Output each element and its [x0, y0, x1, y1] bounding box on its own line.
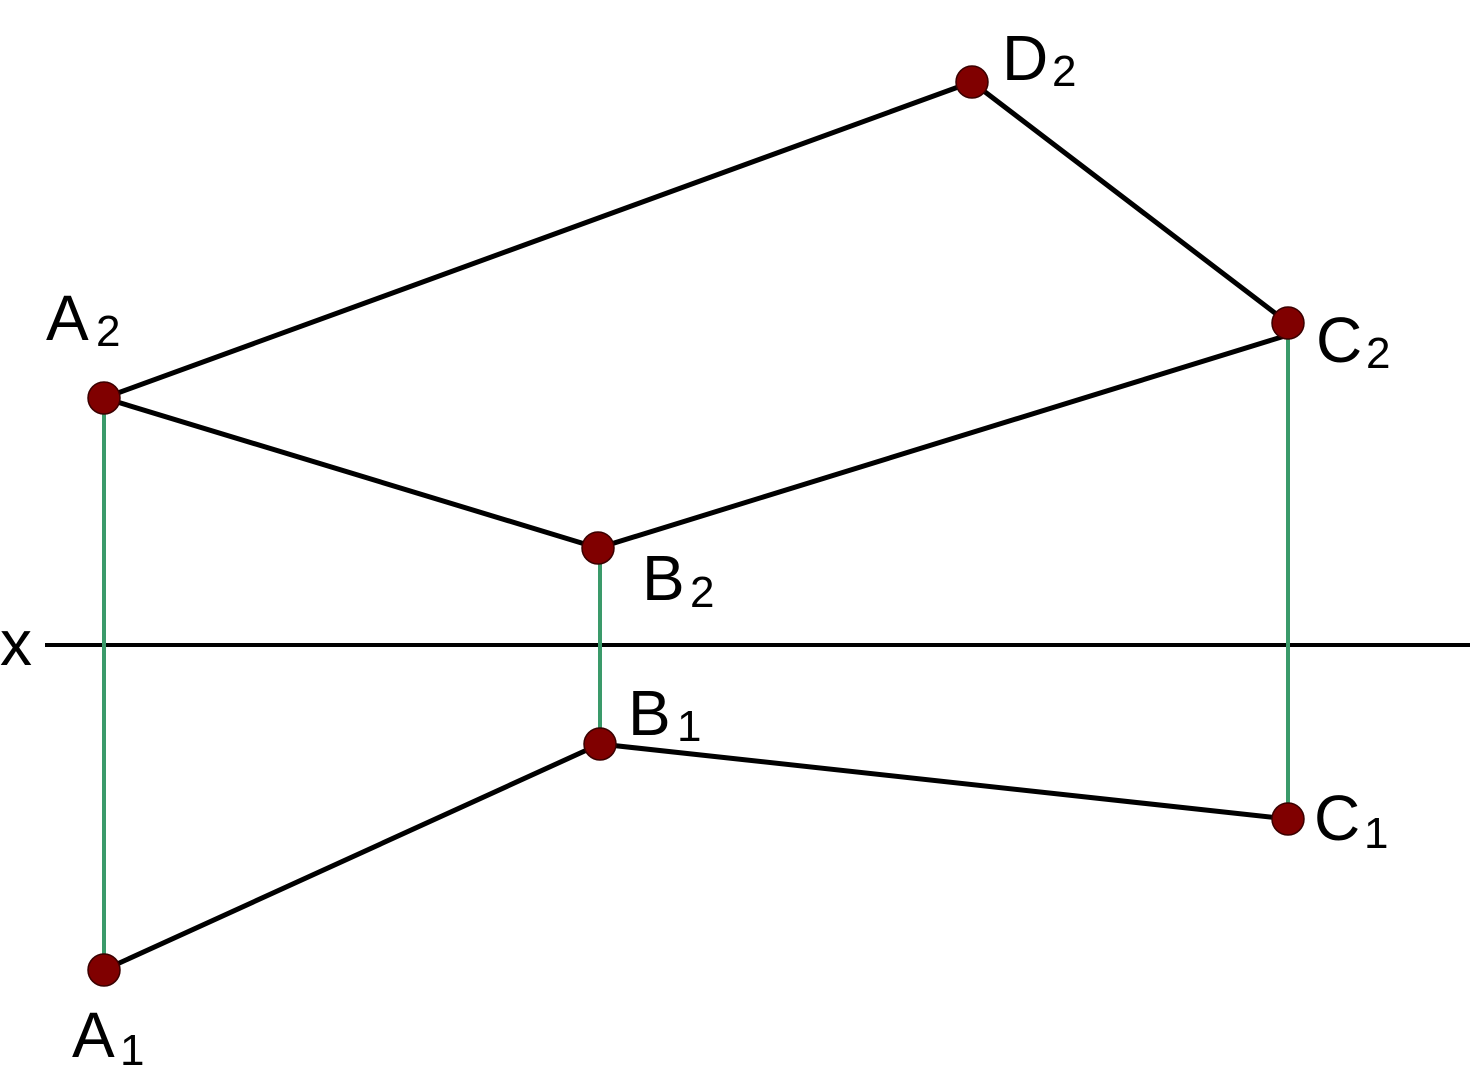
edge-d2-c2 [969, 79, 1291, 326]
point-a1 [87, 953, 121, 987]
label-d2: D 2 [1002, 22, 1076, 96]
point-b1 [583, 727, 617, 761]
label-c2-index: 2 [1366, 329, 1390, 378]
edge-a1-b1 [101, 741, 603, 973]
axis-label: x [0, 607, 32, 679]
label-b2-index: 2 [690, 568, 714, 617]
label-a2-letter: A [46, 282, 89, 354]
label-b1-letter: B [628, 677, 671, 749]
label-a1: A 1 [72, 999, 144, 1075]
point-c1 [1271, 802, 1305, 836]
label-c1-letter: C [1314, 782, 1360, 854]
point-a2 [87, 381, 121, 415]
label-c2-letter: C [1316, 304, 1362, 376]
point-b2 [581, 531, 615, 565]
label-b2-letter: B [642, 542, 685, 614]
edge-b2-c2 [595, 332, 1291, 551]
label-a2-index: 2 [96, 307, 120, 356]
label-c1: C 1 [1314, 782, 1388, 858]
label-a1-index: 1 [120, 1026, 144, 1075]
label-d2-index: 2 [1052, 47, 1076, 96]
label-b2: B 2 [642, 542, 714, 617]
label-b1: B 1 [628, 677, 701, 751]
edge-a2-b2 [101, 395, 601, 551]
edge-a2-d2 [101, 79, 975, 401]
label-a1-letter: A [72, 999, 115, 1071]
point-d2 [955, 65, 989, 99]
label-d2-letter: D [1002, 22, 1048, 94]
label-c1-index: 1 [1364, 809, 1388, 858]
label-b1-index: 1 [677, 702, 701, 751]
point-c2 [1271, 306, 1305, 340]
label-a2: A 2 [46, 282, 120, 356]
edge-b1-c1 [597, 741, 1291, 822]
label-c2: C 2 [1316, 304, 1390, 378]
